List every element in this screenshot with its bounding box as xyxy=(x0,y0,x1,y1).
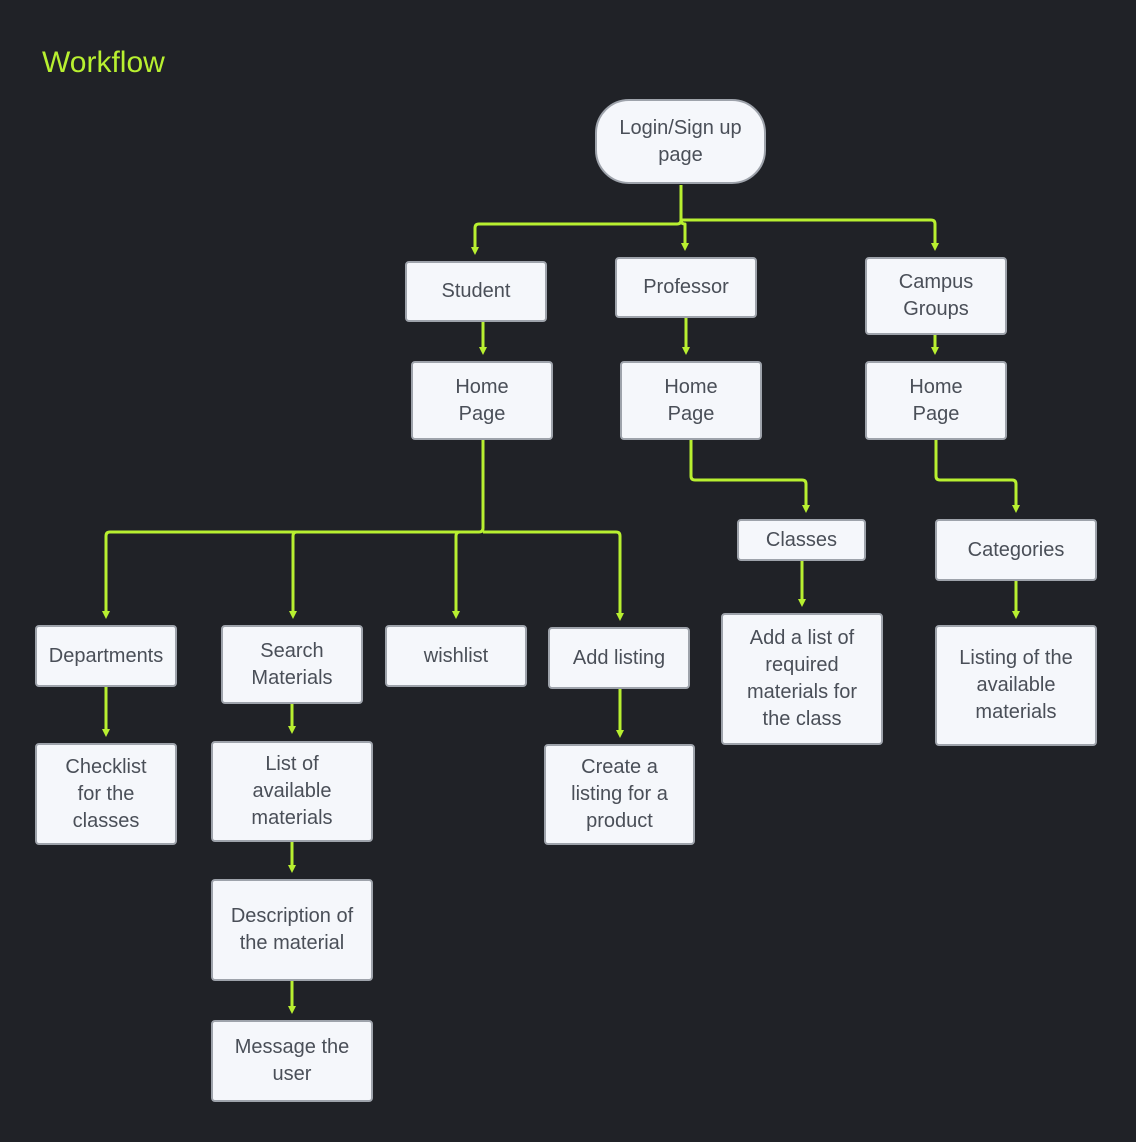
node-create-listing: Create a listing for a product xyxy=(544,744,695,845)
node-departments: Departments xyxy=(35,625,177,687)
edge-login-campus xyxy=(681,218,939,251)
node-professor: Professor xyxy=(615,257,757,318)
node-checklist-classes: Checklist for the classes xyxy=(35,743,177,845)
node-add-listing: Add listing xyxy=(548,627,690,689)
edge-campushome-categories xyxy=(934,440,1020,513)
node-description-material: Description of the material xyxy=(211,879,373,981)
node-wishlist: wishlist xyxy=(385,625,527,687)
edge-home-wishlist xyxy=(452,530,461,619)
node-classes: Classes xyxy=(737,519,866,561)
node-student-home-page: Home Page xyxy=(411,361,553,440)
edge-login-professor xyxy=(679,185,689,251)
node-professor-home-page: Home Page xyxy=(620,361,762,440)
node-campus-home-page: Home Page xyxy=(865,361,1007,440)
node-list-available-materials: List of available materials xyxy=(211,741,373,842)
edge-home-addlisting xyxy=(483,530,624,621)
node-listing-available-materials: Listing of the available materials xyxy=(935,625,1097,746)
edge-profhome-classes xyxy=(689,440,810,513)
node-login-signup: Login/Sign up page xyxy=(595,99,766,184)
node-search-materials: Search Materials xyxy=(221,625,363,704)
edge-login-student xyxy=(471,185,683,255)
edge-home-search xyxy=(289,530,298,619)
node-student: Student xyxy=(405,261,547,322)
diagram-title: Workflow xyxy=(42,46,165,79)
node-categories: Categories xyxy=(935,519,1097,581)
node-campus-groups: Campus Groups xyxy=(865,257,1007,335)
node-add-required-materials: Add a list of required materials for the… xyxy=(721,613,883,745)
node-message-user: Message the user xyxy=(211,1020,373,1102)
